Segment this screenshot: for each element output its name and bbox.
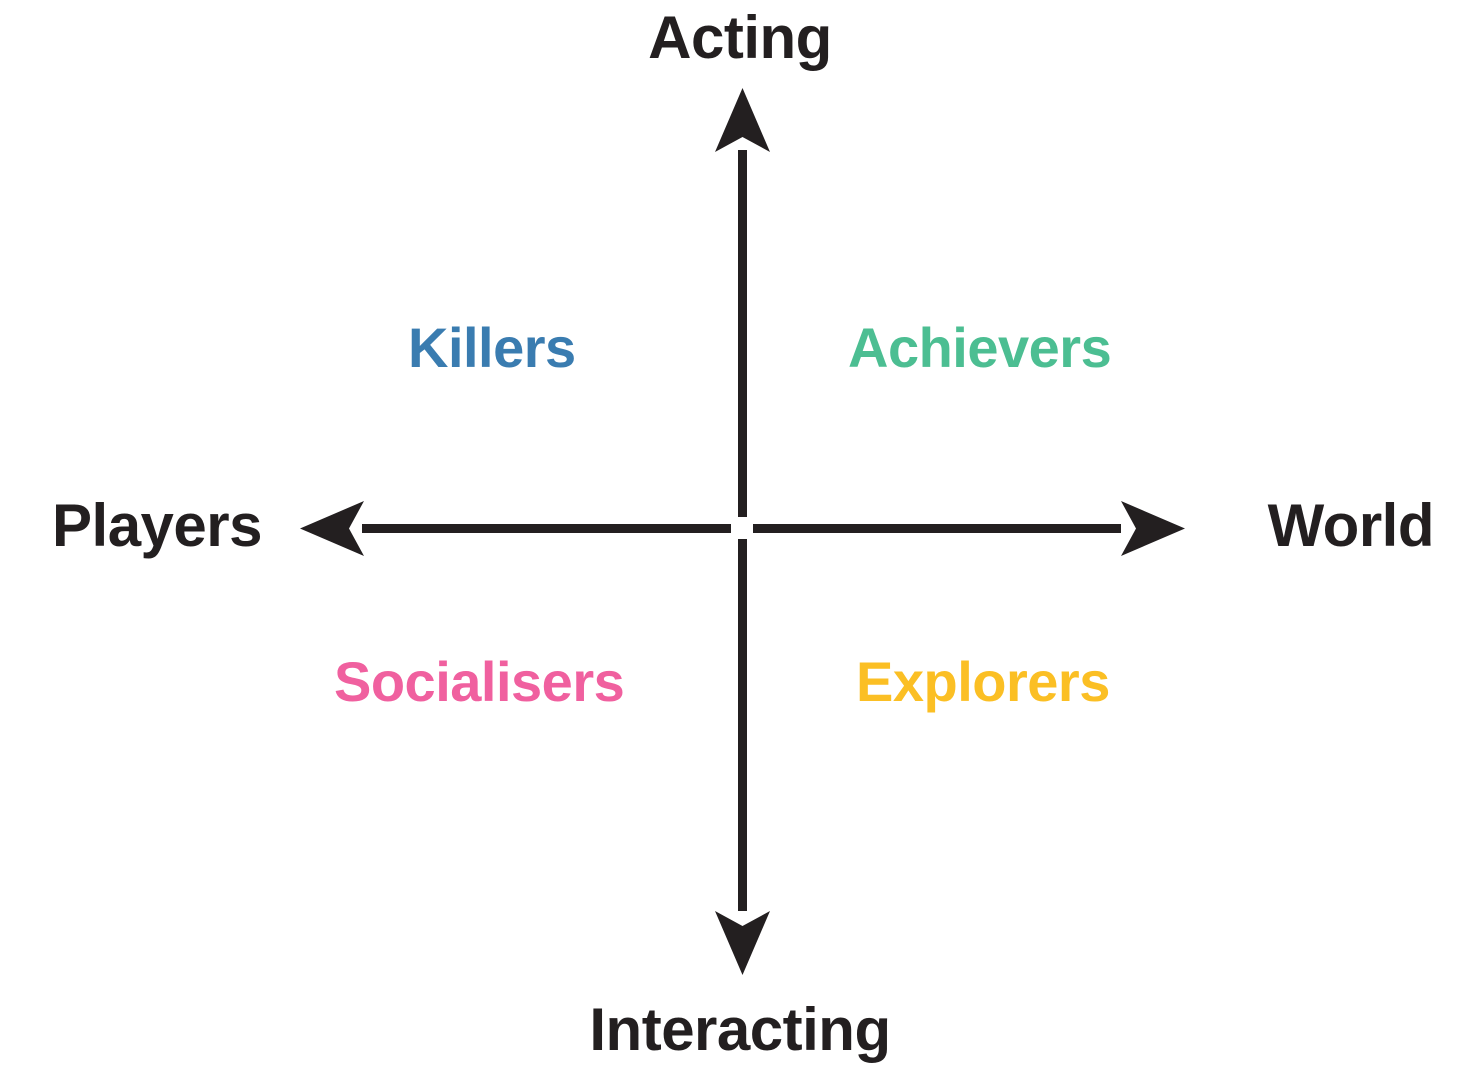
axis-label-players: Players: [52, 492, 263, 559]
quadrant-label-killers: Killers: [408, 316, 576, 379]
quadrant-label-achievers: Achievers: [848, 316, 1112, 379]
axis-vertical-up: [715, 88, 770, 517]
axis-label-world: World: [1267, 492, 1435, 559]
axis-horizontal-right: [753, 501, 1185, 556]
axis-label-interacting: Interacting: [589, 996, 891, 1063]
axis-label-acting: Acting: [648, 4, 832, 71]
quadrant-label-explorers: Explorers: [856, 650, 1110, 713]
axis-horizontal-left: [300, 501, 731, 556]
axis-vertical-down: [715, 539, 770, 975]
quadrant-label-socialisers: Socialisers: [334, 650, 625, 713]
